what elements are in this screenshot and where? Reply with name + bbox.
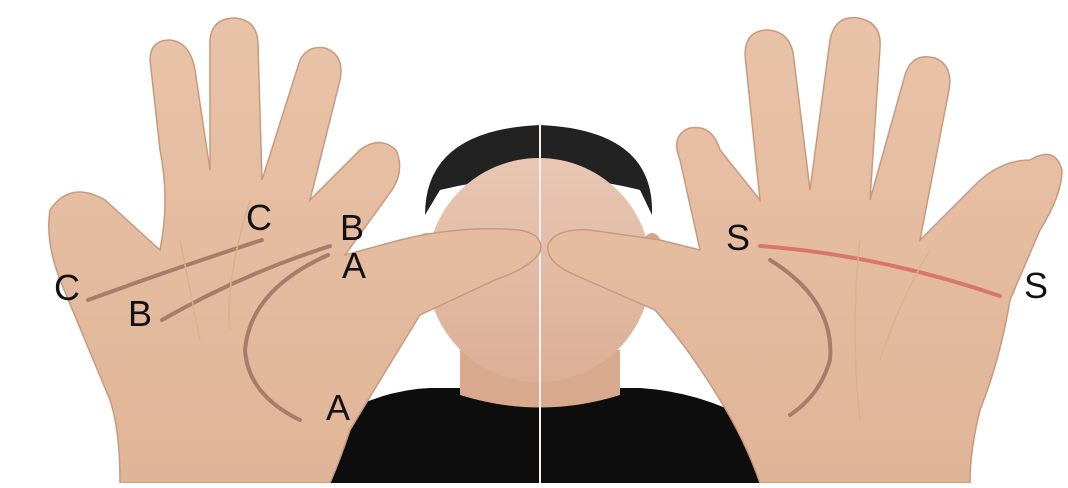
label-a-lower: A bbox=[326, 390, 350, 426]
label-b-upper: B bbox=[340, 210, 364, 246]
label-b-lower: B bbox=[128, 296, 152, 332]
label-c-upper: C bbox=[246, 200, 272, 236]
label-a-upper: A bbox=[342, 248, 366, 284]
label-s-left: S bbox=[726, 220, 750, 256]
label-c-lower: C bbox=[54, 270, 80, 306]
label-s-right: S bbox=[1024, 268, 1048, 304]
